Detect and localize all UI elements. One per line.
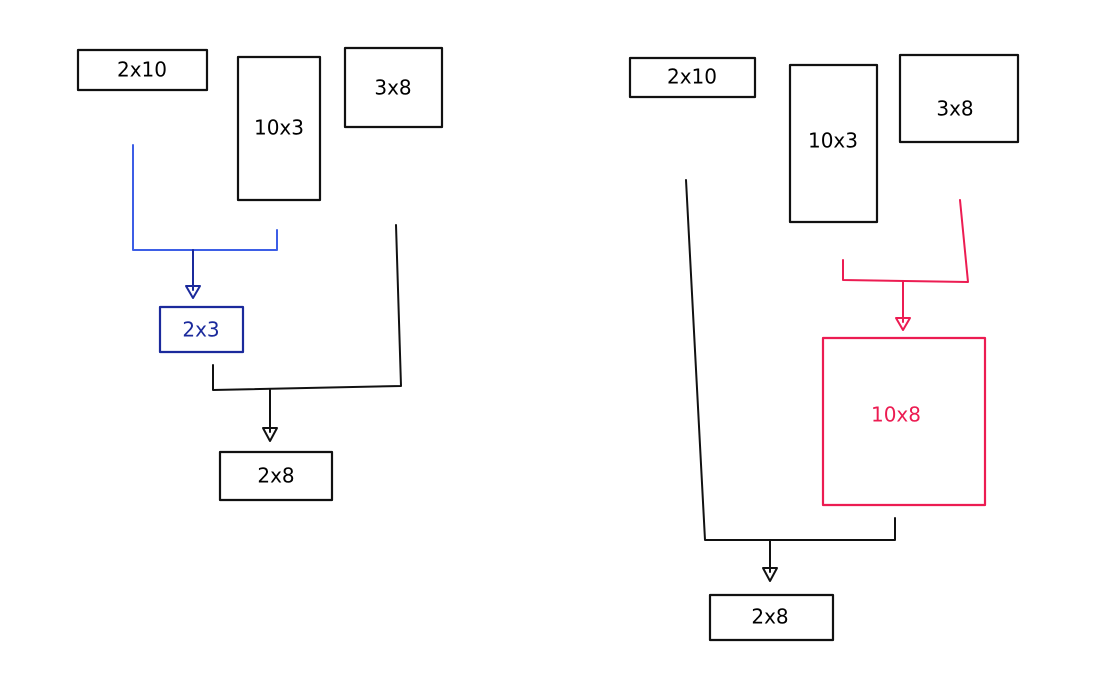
left-matrix-b-label: 10x3 (254, 116, 304, 140)
left-first-product-bracket (132, 144, 278, 251)
left-intermediate-label: 2x3 (182, 318, 219, 342)
right-matrix-c-box (898, 53, 1020, 144)
left-matrix-c-label: 3x8 (374, 76, 411, 100)
left-first-arrowhead-icon (185, 285, 201, 299)
right-diagram: 2x10 10x3 3x8 10x8 2x8 (628, 53, 1020, 642)
right-matrix-b-box (788, 63, 879, 224)
right-matrix-b-label: 10x3 (808, 129, 858, 153)
right-second-product-bracket (685, 179, 896, 541)
left-matrix-a-label: 2x10 (117, 58, 167, 82)
right-first-product-bracket (842, 199, 969, 283)
right-intermediate-label: 10x8 (871, 403, 921, 427)
left-matrix-a-box (76, 48, 209, 92)
right-first-arrowhead-icon (895, 317, 911, 331)
left-intermediate-box (158, 305, 245, 354)
right-intermediate-box (821, 336, 987, 507)
left-matrix-b-box (236, 55, 322, 202)
left-matrix-c-box (343, 46, 444, 129)
right-result-label: 2x8 (751, 605, 788, 629)
left-result-box (218, 450, 334, 502)
left-second-product-bracket (212, 224, 402, 391)
right-matrix-c-label: 3x8 (936, 97, 973, 121)
left-diagram: 2x10 10x3 3x8 2x3 2x8 (76, 46, 444, 502)
right-second-arrowhead-icon (762, 567, 778, 582)
left-second-arrowhead-icon (262, 427, 278, 442)
right-matrix-a-label: 2x10 (667, 65, 717, 89)
right-result-box (708, 593, 835, 642)
right-matrix-a-box (628, 56, 757, 99)
left-result-label: 2x8 (257, 464, 294, 488)
